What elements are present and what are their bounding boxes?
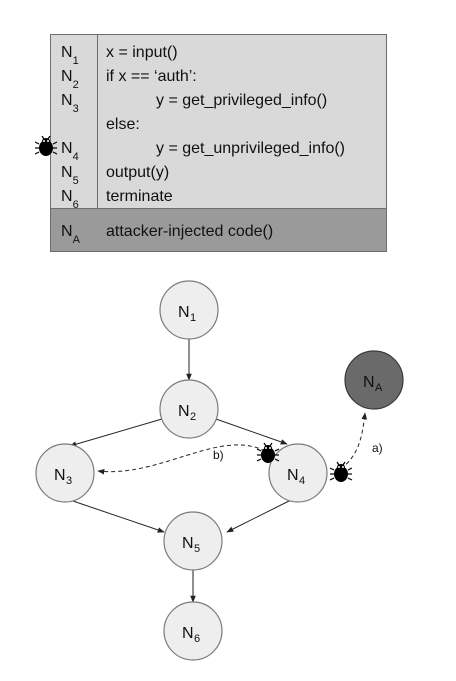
attack-code-line: attacker-injected code() bbox=[106, 223, 274, 240]
svg-text:4: 4 bbox=[299, 475, 305, 487]
dashed-edge-a bbox=[340, 412, 368, 470]
graph-node-n6: N 6 bbox=[163, 601, 223, 661]
code-line: else: bbox=[106, 116, 140, 133]
code-line: output(y) bbox=[106, 164, 170, 181]
attack-row bbox=[51, 209, 386, 251]
row-node-label: N5 bbox=[61, 164, 79, 188]
graph-node-na: N A bbox=[344, 350, 404, 410]
code-line: terminate bbox=[106, 188, 173, 205]
edge-label-a: a) bbox=[372, 441, 383, 455]
table-divider-vertical bbox=[97, 35, 98, 251]
svg-text:N: N bbox=[363, 374, 375, 391]
row-node-label: N6 bbox=[61, 188, 79, 212]
svg-text:N: N bbox=[178, 403, 190, 420]
row-node-label: N3 bbox=[61, 92, 79, 116]
svg-text:A: A bbox=[375, 382, 383, 394]
code-line: y = get_privileged_info() bbox=[156, 92, 328, 109]
svg-text:N: N bbox=[287, 467, 299, 484]
svg-text:1: 1 bbox=[190, 312, 196, 324]
graph-node-n3: N 3 bbox=[35, 443, 95, 503]
svg-text:N: N bbox=[54, 467, 66, 484]
dashed-edge-b bbox=[97, 444, 266, 475]
code-line: x = input() bbox=[106, 44, 178, 61]
svg-text:N: N bbox=[178, 304, 190, 321]
bug-icon bbox=[256, 442, 280, 463]
svg-text:6: 6 bbox=[194, 633, 200, 645]
graph-node-n1: N 1 bbox=[159, 280, 219, 340]
code-line: if x == ‘auth’: bbox=[106, 68, 197, 85]
edge-n2-n4 bbox=[215, 418, 288, 445]
svg-text:2: 2 bbox=[190, 411, 196, 423]
code-line: y = get_unprivileged_info() bbox=[156, 140, 346, 157]
bug-icon bbox=[329, 461, 353, 482]
graph-node-n4: N 4 bbox=[268, 443, 328, 503]
graph-node-n5: N 5 bbox=[163, 511, 223, 571]
attack-node-label: NA bbox=[61, 223, 80, 247]
edge-n4-n5 bbox=[226, 499, 292, 533]
bug-icon bbox=[35, 136, 58, 156]
table-divider-horizontal bbox=[51, 208, 386, 209]
graph-node-n2: N 2 bbox=[159, 379, 219, 439]
row-node-label: N2 bbox=[61, 68, 79, 92]
edge-n2-n3 bbox=[69, 418, 163, 447]
edge-n3-n5 bbox=[69, 499, 165, 533]
svg-text:N: N bbox=[182, 625, 194, 642]
code-table: N1 x = input() N2 if x == ‘auth’: N3 y =… bbox=[35, 34, 387, 252]
svg-text:N: N bbox=[182, 535, 194, 552]
svg-text:3: 3 bbox=[66, 475, 72, 487]
row-node-label: N4 bbox=[61, 140, 79, 164]
edge-label-b: b) bbox=[213, 448, 224, 462]
svg-text:5: 5 bbox=[194, 543, 200, 555]
row-node-label: N1 bbox=[61, 44, 79, 68]
